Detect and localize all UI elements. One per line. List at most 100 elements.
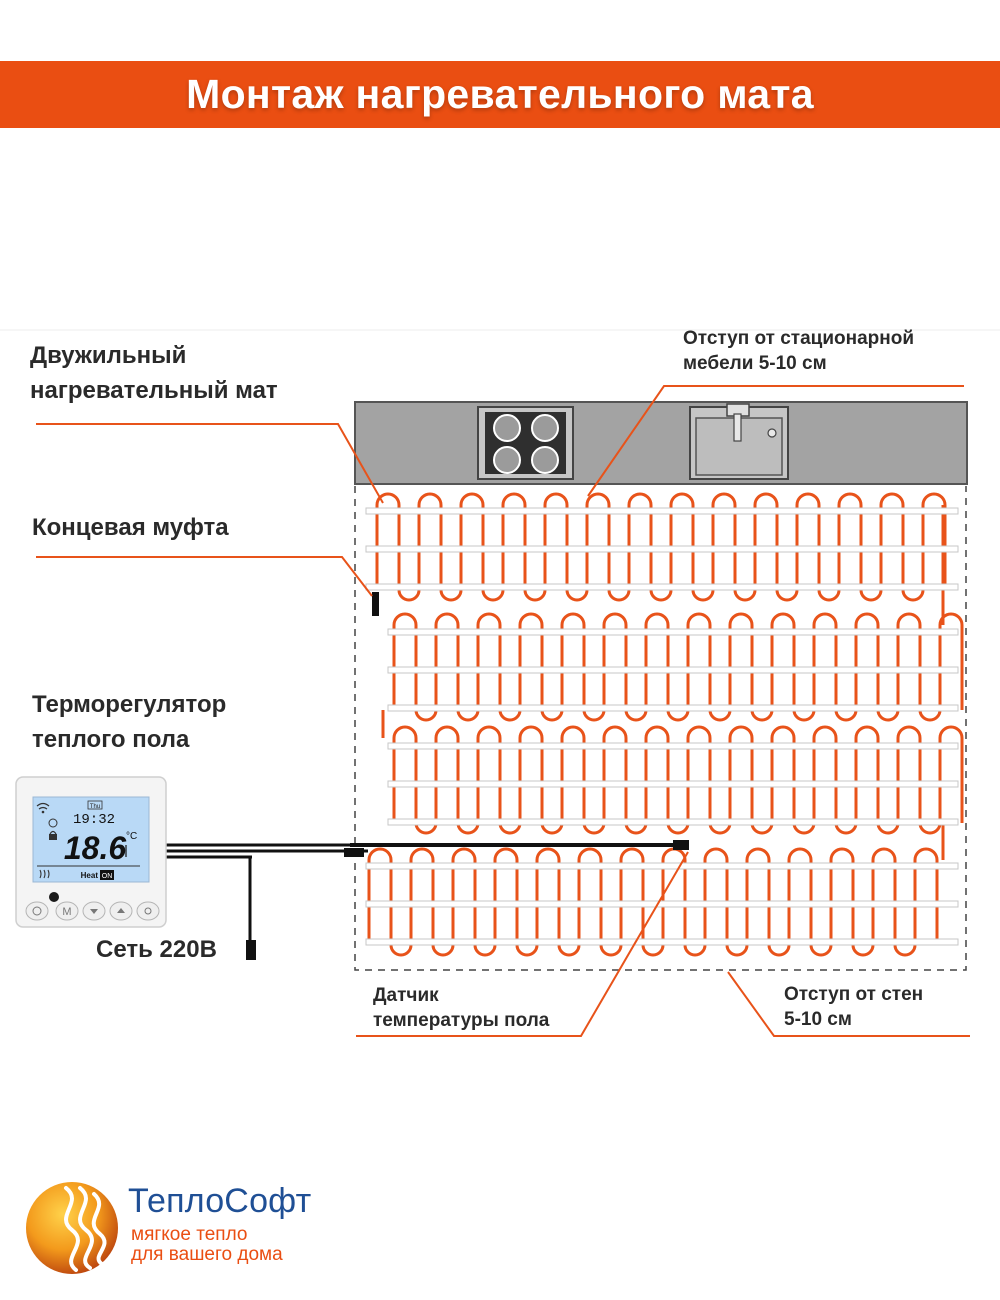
cable-bend bbox=[767, 944, 791, 957]
cable-loop bbox=[770, 725, 796, 823]
leader-mat bbox=[36, 423, 384, 504]
cable-bend bbox=[918, 709, 942, 722]
cable-loop bbox=[896, 612, 922, 710]
leader-end-sleeve bbox=[36, 556, 373, 597]
cable-bend bbox=[708, 822, 732, 835]
cable-loop bbox=[501, 492, 527, 590]
cable-loop bbox=[921, 492, 947, 590]
wifi-icon bbox=[36, 802, 50, 810]
cable-bend bbox=[641, 944, 665, 957]
cable-loop bbox=[493, 847, 519, 945]
cable-bend bbox=[624, 822, 648, 835]
cable-loop bbox=[619, 847, 645, 945]
power-icon bbox=[32, 906, 42, 916]
mesh-strip bbox=[387, 628, 959, 636]
mesh-strip bbox=[387, 666, 959, 674]
cable-loop bbox=[896, 725, 922, 823]
mesh-strip bbox=[365, 545, 959, 553]
cable-loop bbox=[644, 612, 670, 710]
cable-bend bbox=[809, 944, 833, 957]
cable-loop bbox=[434, 725, 460, 823]
clock-icon bbox=[48, 818, 58, 828]
title-banner: Монтаж нагревательного мата bbox=[0, 61, 1000, 128]
cable-bend bbox=[540, 822, 564, 835]
cable-bend bbox=[876, 822, 900, 835]
cable-bend bbox=[540, 709, 564, 722]
cable-bend bbox=[775, 589, 799, 602]
cable-loop bbox=[753, 492, 779, 590]
brand-name: ТеплоСофт bbox=[128, 1182, 312, 1220]
mesh-strip bbox=[387, 818, 959, 826]
cable-loop bbox=[367, 847, 393, 945]
cable-loop bbox=[535, 847, 561, 945]
cable-loop bbox=[585, 492, 611, 590]
cable-bend bbox=[439, 589, 463, 602]
mode-button-label: M bbox=[62, 906, 71, 918]
cable-bend bbox=[456, 709, 480, 722]
indicator-led bbox=[49, 892, 59, 902]
label-end-sleeve: Концевая муфта bbox=[32, 514, 229, 541]
cable-loop bbox=[812, 725, 838, 823]
page-title: Монтаж нагревательного мата bbox=[186, 71, 814, 117]
cable-loop bbox=[787, 847, 813, 945]
lcd-temperature: 18.6 bbox=[64, 830, 126, 866]
cable-loop bbox=[577, 847, 603, 945]
cable-bend bbox=[498, 822, 522, 835]
floor-sensor bbox=[350, 840, 689, 850]
cable-bend bbox=[414, 709, 438, 722]
cable-loop bbox=[837, 492, 863, 590]
cable-loop bbox=[560, 725, 586, 823]
cable-loop bbox=[795, 492, 821, 590]
logo-icon bbox=[26, 1182, 118, 1274]
cable-loop bbox=[686, 725, 712, 823]
cable-bend bbox=[498, 709, 522, 722]
cable-bend bbox=[515, 944, 539, 957]
cable-loop bbox=[829, 847, 855, 945]
cable-bend bbox=[834, 709, 858, 722]
cable-bend bbox=[893, 944, 917, 957]
cable-bend bbox=[750, 709, 774, 722]
cable-loop bbox=[476, 725, 502, 823]
cable-loop bbox=[703, 847, 729, 945]
cable-bend bbox=[414, 822, 438, 835]
end-sleeve bbox=[372, 592, 379, 616]
cable-bend bbox=[649, 589, 673, 602]
cable-loop bbox=[669, 492, 695, 590]
mesh-strip bbox=[387, 704, 959, 712]
cable-loop bbox=[627, 492, 653, 590]
mesh-strip bbox=[387, 742, 959, 750]
label-sensor: Датчик температуры пола bbox=[373, 985, 550, 1031]
kitchen-furniture bbox=[354, 401, 968, 485]
cable-loop bbox=[434, 612, 460, 710]
label-mat: Двужильный нагревательный мат bbox=[30, 342, 278, 404]
cable-loop bbox=[518, 612, 544, 710]
thermostat-device: Thu 19:32 18.6 °C Heat ON M bbox=[15, 776, 167, 928]
cable-bend bbox=[792, 822, 816, 835]
lock-icon bbox=[49, 834, 57, 840]
cable-loop bbox=[392, 612, 418, 710]
cable-bend bbox=[473, 944, 497, 957]
cable-loop bbox=[602, 612, 628, 710]
cable-bend bbox=[582, 709, 606, 722]
cable-loop bbox=[854, 725, 880, 823]
cable-bend bbox=[599, 944, 623, 957]
cable-loop bbox=[602, 725, 628, 823]
cable-bend bbox=[901, 589, 925, 602]
cooktop-icon bbox=[477, 406, 574, 480]
cable-loop bbox=[409, 847, 435, 945]
down-icon bbox=[90, 909, 98, 914]
cable-loop bbox=[459, 492, 485, 590]
cable-loop bbox=[854, 612, 880, 710]
cable-loop bbox=[518, 725, 544, 823]
cable-loop bbox=[686, 612, 712, 710]
fan-icon bbox=[144, 907, 152, 915]
cable-bend bbox=[859, 589, 883, 602]
cable-loop bbox=[770, 612, 796, 710]
cable-loop bbox=[938, 612, 964, 710]
cable-bend bbox=[851, 944, 875, 957]
thermostat-buttons: M bbox=[25, 901, 160, 921]
leader-walls bbox=[727, 971, 970, 1037]
mesh-strip bbox=[365, 862, 959, 870]
cable-loop bbox=[560, 612, 586, 710]
